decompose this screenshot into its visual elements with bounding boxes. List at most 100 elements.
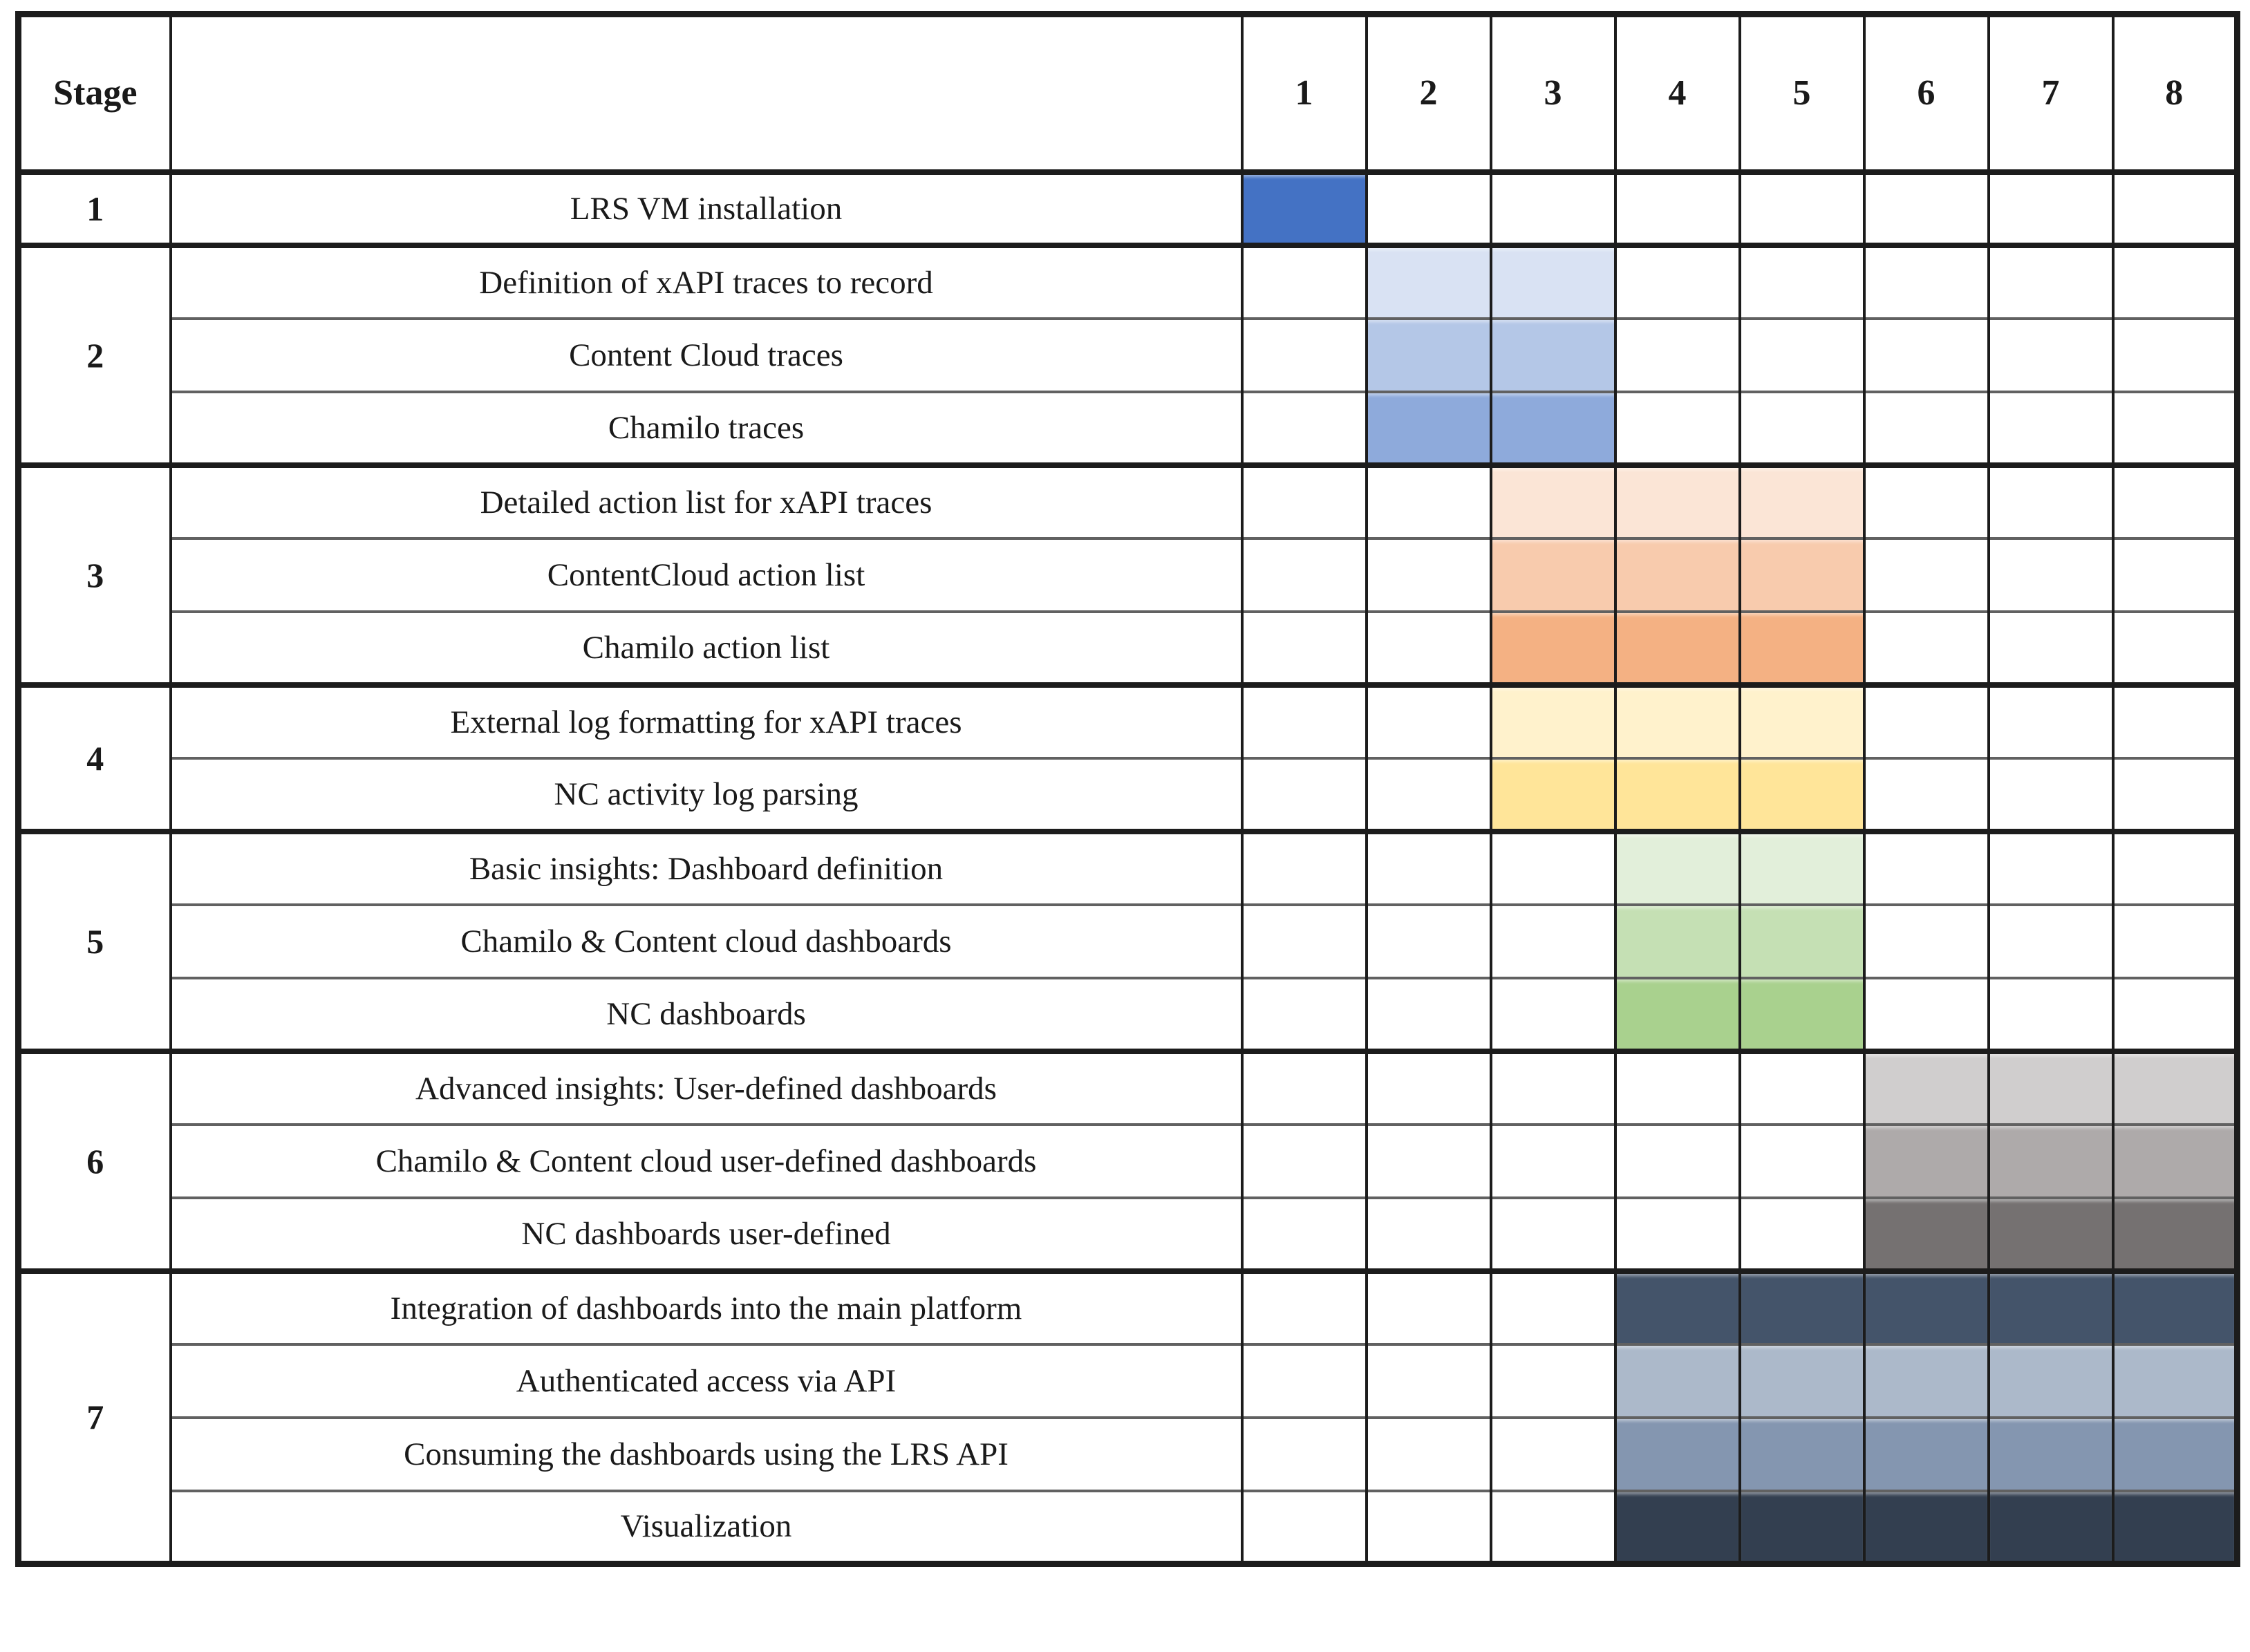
gantt-bar-cell [1738, 536, 1866, 612]
grid-cell [1365, 1123, 1492, 1198]
gantt-bar-cell [1738, 1342, 1866, 1418]
grid-cell [1613, 169, 1741, 245]
task-row: Chamilo & Content cloud dashboards [19, 903, 2239, 978]
gantt-bar-cell [1613, 976, 1741, 1051]
gantt-bar-cell [1613, 1342, 1741, 1418]
gantt-bar-cell [1613, 828, 1741, 905]
grid-cell [1987, 976, 2115, 1051]
gantt-bar-cell [1738, 828, 1866, 905]
grid-cell [1365, 536, 1492, 612]
grid-cell [1240, 1123, 1368, 1198]
gantt-bar-cell [1862, 1048, 1990, 1125]
gantt-bar-cell [1862, 1416, 1990, 1491]
grid-cell [2111, 976, 2239, 1051]
gantt-bar-cell [1489, 390, 1617, 465]
gantt-bar-cell [1862, 1268, 1990, 1344]
gantt-bar-cell [2111, 1342, 2239, 1418]
gantt-bar-cell [1613, 903, 1741, 978]
task-row: NC activity log parsing [19, 756, 2239, 832]
task-label: Advanced insights: User-defined dashboar… [169, 1048, 1244, 1125]
gantt-bar-cell [1240, 169, 1368, 245]
gantt-bar-cell [1862, 1123, 1990, 1198]
grid-cell [1987, 242, 2115, 319]
grid-cell [1240, 1268, 1368, 1344]
grid-cell [1613, 317, 1741, 392]
task-row: ContentCloud action list [19, 536, 2239, 612]
grid-cell [1987, 462, 2115, 538]
grid-cell [2111, 610, 2239, 685]
gantt-bar-cell [1489, 317, 1617, 392]
grid-cell [1365, 1342, 1492, 1418]
task-label: ContentCloud action list [169, 536, 1244, 612]
task-row: Consuming the dashboards using the LRS A… [19, 1416, 2239, 1491]
header-period-1: 1 [1240, 14, 1368, 175]
task-label: Visualization [169, 1489, 1244, 1564]
gantt-bar-cell [1365, 317, 1492, 392]
grid-cell [1862, 462, 1990, 538]
grid-cell [1365, 1048, 1492, 1125]
header-task-empty [169, 14, 1244, 175]
grid-cell [1240, 1489, 1368, 1564]
header-stage-label: Stage [17, 14, 172, 175]
header-period-3: 3 [1489, 14, 1617, 175]
gantt-bar-cell [1987, 1489, 2115, 1564]
task-label: Detailed action list for xAPI traces [169, 462, 1244, 538]
grid-cell [1489, 1196, 1617, 1271]
grid-cell [1613, 390, 1741, 465]
stage-number-3: 3 [17, 462, 172, 688]
grid-cell [1738, 1196, 1866, 1271]
gantt-bar-cell [1862, 1342, 1990, 1418]
header-period-7: 7 [1987, 14, 2115, 175]
grid-cell [1738, 242, 1866, 319]
task-row: Chamilo action list [19, 610, 2239, 685]
grid-cell [2111, 536, 2239, 612]
grid-cell [1862, 682, 1990, 758]
grid-cell [1240, 903, 1368, 978]
gantt-bar-cell [1365, 390, 1492, 465]
gantt-bar-cell [1489, 462, 1617, 538]
grid-cell [1240, 462, 1368, 538]
gantt-bar-cell [1489, 682, 1617, 758]
grid-cell [1987, 317, 2115, 392]
grid-cell [1365, 1196, 1492, 1271]
grid-cell [1862, 610, 1990, 685]
gantt-bar-cell [1738, 976, 1866, 1051]
grid-cell [1987, 903, 2115, 978]
stage-number-2: 2 [17, 242, 172, 468]
task-label: Chamilo & Content cloud dashboards [169, 903, 1244, 978]
header-period-4: 4 [1613, 14, 1741, 175]
grid-cell [1365, 1416, 1492, 1491]
grid-cell [2111, 903, 2239, 978]
task-label: Integration of dashboards into the main … [169, 1268, 1244, 1344]
gantt-bar-cell [1489, 610, 1617, 685]
task-row: Chamilo & Content cloud user-defined das… [19, 1123, 2239, 1198]
grid-cell [2111, 462, 2239, 538]
grid-cell [1987, 682, 2115, 758]
grid-cell [1489, 1342, 1617, 1418]
gantt-bar-cell [2111, 1489, 2239, 1564]
grid-cell [1987, 828, 2115, 905]
gantt-bar-cell [1613, 462, 1741, 538]
grid-cell [2111, 682, 2239, 758]
task-row: Chamilo traces [19, 390, 2239, 465]
task-row: NC dashboards [19, 976, 2239, 1051]
grid-cell [1862, 756, 1990, 832]
task-label: Authenticated access via API [169, 1342, 1244, 1418]
grid-cell [1489, 828, 1617, 905]
gantt-bar-cell [1613, 1416, 1741, 1491]
grid-cell [1240, 756, 1368, 832]
task-label: NC dashboards [169, 976, 1244, 1051]
grid-cell [1862, 390, 1990, 465]
grid-cell [1987, 536, 2115, 612]
gantt-bar-cell [1987, 1123, 2115, 1198]
grid-cell [2111, 756, 2239, 832]
task-label: NC dashboards user-defined [169, 1196, 1244, 1271]
grid-cell [1240, 536, 1368, 612]
grid-cell [1240, 242, 1368, 319]
grid-cell [1613, 1048, 1741, 1125]
grid-cell [1365, 976, 1492, 1051]
grid-cell [1738, 317, 1866, 392]
